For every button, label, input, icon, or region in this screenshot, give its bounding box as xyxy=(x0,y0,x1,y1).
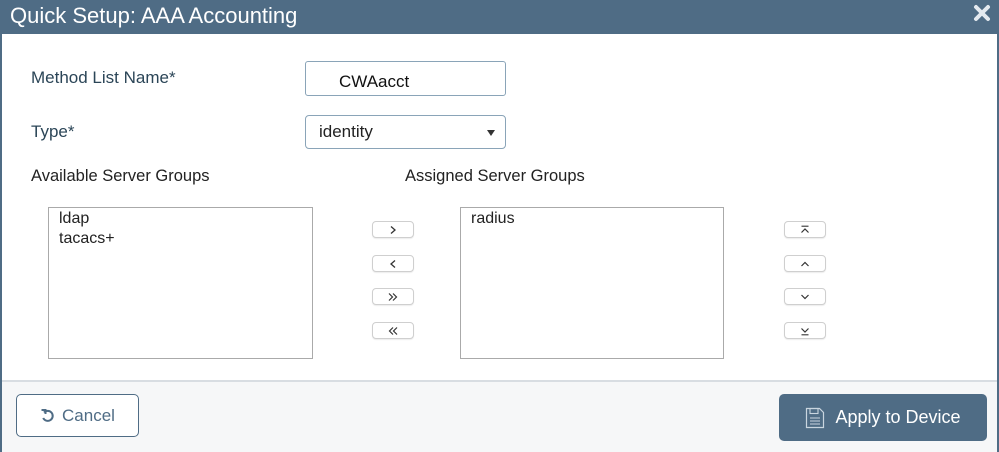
move-top-button[interactable] xyxy=(784,221,826,238)
double-chevron-left-icon xyxy=(388,326,398,335)
dialog-title: Quick Setup: AAA Accounting xyxy=(10,3,298,28)
chevron-down-icon xyxy=(801,294,809,299)
move-down-button[interactable] xyxy=(784,288,826,305)
chevron-right-icon xyxy=(390,225,396,234)
list-item[interactable]: radius xyxy=(471,210,515,227)
apply-to-device-button[interactable]: Apply to Device xyxy=(779,394,987,441)
move-up-button[interactable] xyxy=(784,255,826,272)
type-label: Type* xyxy=(31,122,75,141)
dialog-titlebar: Quick Setup: AAA Accounting xyxy=(0,0,999,34)
move-right-button[interactable] xyxy=(372,221,414,238)
floppy-disk-icon xyxy=(806,407,825,428)
list-item[interactable]: ldap xyxy=(59,210,90,227)
cancel-button[interactable]: Cancel xyxy=(16,394,139,437)
type-select-value: identity xyxy=(319,122,373,141)
type-select[interactable]: identity xyxy=(305,115,506,149)
move-left-button[interactable] xyxy=(372,255,414,272)
method-list-name-input[interactable] xyxy=(305,61,506,96)
available-server-groups-label: Available Server Groups xyxy=(31,167,210,185)
method-list-name-label: Method List Name* xyxy=(31,68,176,87)
move-all-right-button[interactable] xyxy=(372,288,414,305)
undo-icon xyxy=(41,408,54,422)
dropdown-caret-icon xyxy=(487,130,495,136)
chevron-down-to-bottom-icon xyxy=(801,327,809,335)
double-chevron-right-icon xyxy=(388,292,398,301)
chevron-left-icon xyxy=(390,259,396,268)
move-bottom-button[interactable] xyxy=(784,322,826,339)
apply-label: Apply to Device xyxy=(835,407,961,427)
available-server-groups-list[interactable]: ldap tacacs+ xyxy=(48,207,313,359)
close-icon[interactable] xyxy=(973,4,991,22)
chevron-up-to-top-icon xyxy=(801,225,809,233)
assigned-server-groups-list[interactable]: radius xyxy=(460,207,724,359)
chevron-up-icon xyxy=(801,261,809,266)
list-item[interactable]: tacacs+ xyxy=(59,230,115,247)
cancel-label: Cancel xyxy=(62,405,115,425)
assigned-server-groups-label: Assigned Server Groups xyxy=(405,167,585,185)
move-all-left-button[interactable] xyxy=(372,322,414,339)
